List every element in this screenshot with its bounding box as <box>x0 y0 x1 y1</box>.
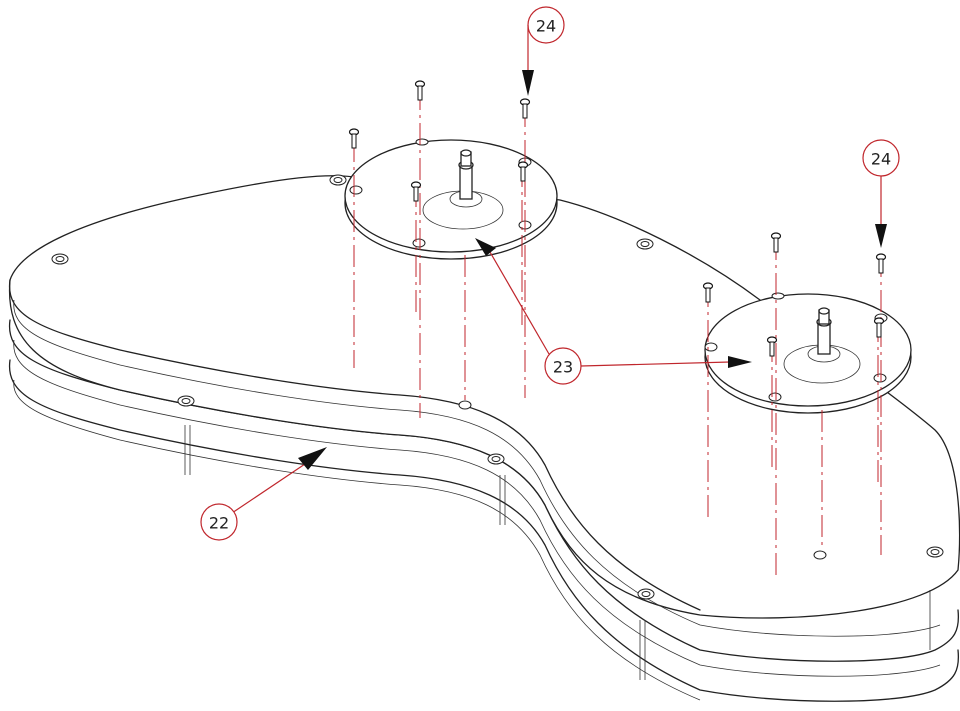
callout-22-label: 22 <box>209 514 229 533</box>
base-plate-seams <box>184 425 931 680</box>
screw <box>348 128 360 149</box>
base-plate-bolts <box>51 174 944 600</box>
fastening-screws <box>348 80 887 357</box>
screw <box>519 98 531 119</box>
assembly-centre-lines <box>353 88 882 578</box>
screw <box>766 336 778 357</box>
screw <box>414 80 426 101</box>
screw <box>410 181 422 202</box>
base-plate-bottom-layer <box>8 359 960 702</box>
screw <box>770 232 782 253</box>
base-plate-inner-edge-1 <box>13 299 941 637</box>
callout-23: 23 <box>475 238 752 385</box>
callout-22: 22 <box>200 447 327 541</box>
callout-24-left-label: 24 <box>536 17 556 36</box>
screw <box>873 317 885 338</box>
callout-24-right-label: 24 <box>871 150 891 169</box>
right-mounting-disc <box>704 292 912 414</box>
base-plate-inner-edge-2 <box>13 339 941 677</box>
callout-24-right: 24 <box>862 139 900 248</box>
screw <box>702 282 714 303</box>
base-plate-inner-edge-3 <box>13 379 701 701</box>
screw <box>875 253 887 274</box>
callout-24-left: 24 <box>522 6 565 96</box>
screw <box>517 161 529 182</box>
left-mounting-disc <box>344 138 558 260</box>
base-plate-assembly <box>8 174 960 702</box>
callout-23-label: 23 <box>553 358 573 377</box>
base-plate-top-edge <box>8 279 701 611</box>
